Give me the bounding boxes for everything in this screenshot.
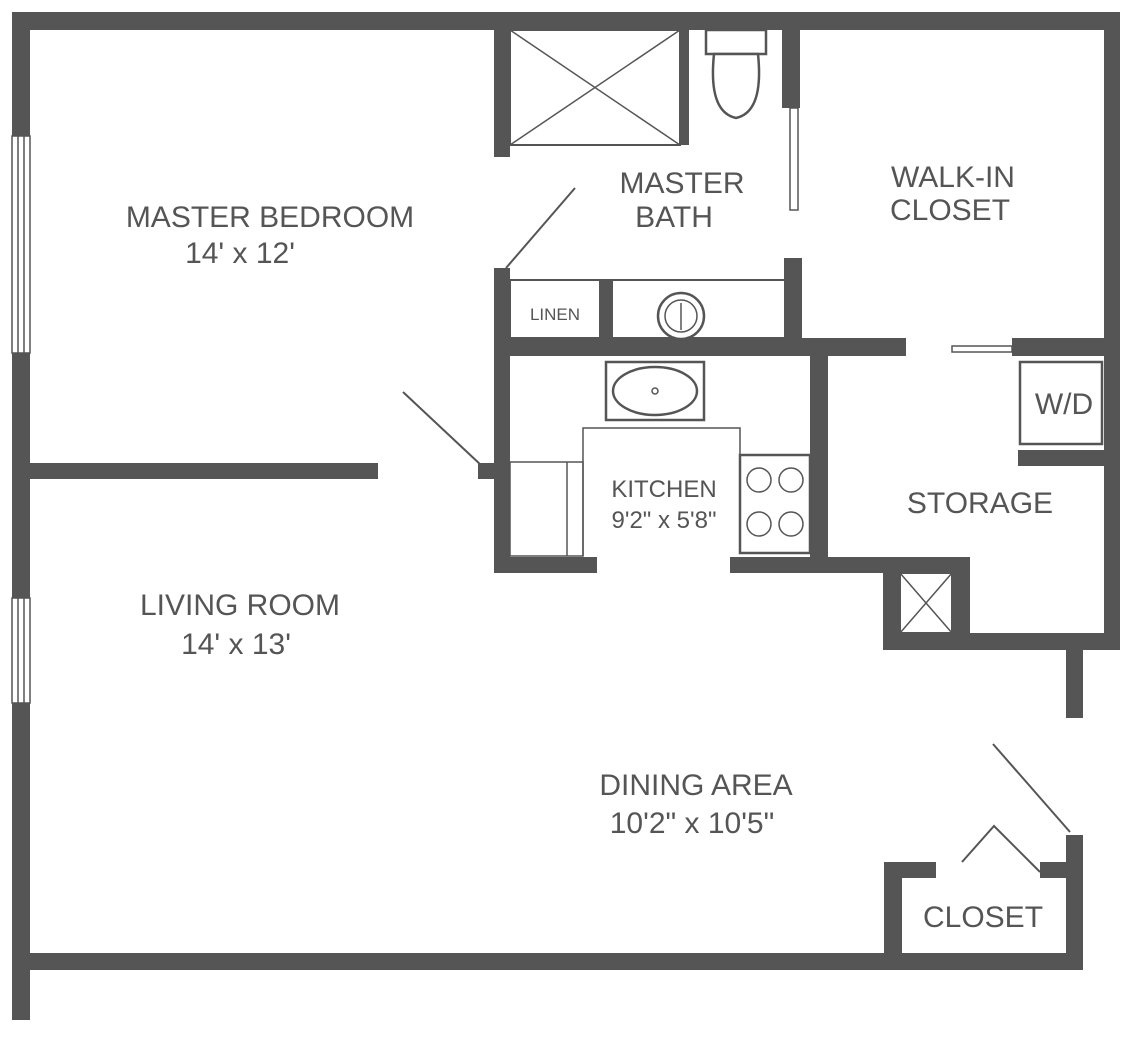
bath-sink [656, 291, 706, 341]
kitchen-door-jamb [478, 463, 510, 479]
linen-label: LINEN [530, 305, 580, 324]
vanity-counter [509, 279, 787, 339]
storage-label: STORAGE [907, 487, 1053, 520]
windows [11, 135, 31, 704]
washer-dryer [1018, 360, 1104, 446]
kitchen-storage-wall [810, 338, 828, 573]
linen-kitchen-left-wall [494, 268, 510, 573]
closet-label: CLOSET [923, 901, 1043, 934]
room-labels: MASTER BEDROOM 14' x 12' MASTER BATH WAL… [126, 161, 1093, 934]
master-bath-name-line2: BATH [635, 201, 713, 234]
kitchen-bottom-wall-left [494, 557, 597, 573]
utility-box [899, 572, 953, 634]
entry-door [992, 743, 1071, 833]
right-wall-lower [1066, 835, 1083, 970]
storage-closet-left-wall [883, 557, 900, 650]
living-room-size: 14' x 13' [181, 628, 291, 661]
storage-pocket-door [951, 345, 1013, 353]
closet-sliding-door [789, 107, 799, 211]
master-bedroom-name: MASTER BEDROOM [126, 201, 414, 234]
fixtures [509, 28, 1104, 634]
right-wall-upper [1104, 12, 1120, 649]
shower-right-wall [680, 30, 689, 145]
storage-closet-right-wall [952, 557, 970, 650]
bedroom-door [402, 391, 483, 467]
kitchen-name: KITCHEN [611, 476, 716, 503]
master-bedroom-size: 14' x 12' [185, 237, 295, 270]
kitchen-bottom-wall-right [730, 557, 970, 573]
bedroom-living-wall [30, 463, 378, 479]
top-wall [12, 12, 1120, 30]
kitchen-size: 9'2" x 5'8" [612, 507, 717, 534]
interior-walls [30, 30, 1120, 962]
right-wall-stub [1066, 648, 1083, 718]
shower [509, 29, 681, 146]
closet-bifold-door [961, 824, 1041, 873]
bottom-wall [12, 953, 1083, 970]
wd-bottom-wall [1018, 450, 1104, 466]
range-stove [738, 453, 812, 555]
linen-divider [599, 280, 613, 342]
master-bath-name-line1: MASTER [619, 167, 744, 200]
dining-area-name: DINING AREA [599, 769, 792, 802]
dining-area-size: 10'2" x 10'5" [610, 807, 775, 840]
wd-label: W/D [1035, 388, 1093, 421]
closet-storage-wall [1012, 338, 1120, 356]
toilet [704, 28, 768, 120]
bath-kitchen-wall [494, 338, 906, 356]
kitchen-sink [604, 360, 706, 422]
bedroom-window [11, 135, 31, 354]
bath-closet-wall [782, 30, 800, 108]
walk-in-closet-line2: CLOSET [890, 194, 1010, 227]
living-window [11, 597, 31, 704]
walk-in-closet-line1: WALK-IN [891, 161, 1015, 194]
refrigerator [509, 461, 584, 557]
vanity-right-wall [784, 258, 802, 348]
doors [402, 107, 1071, 873]
closet-top-wall-right [1040, 862, 1083, 878]
storage-bottom-wall [883, 633, 1120, 650]
closet-left-wall [884, 862, 902, 962]
shower-left-wall [494, 30, 510, 157]
bath-door [505, 187, 576, 269]
living-room-name: LIVING ROOM [140, 589, 340, 622]
